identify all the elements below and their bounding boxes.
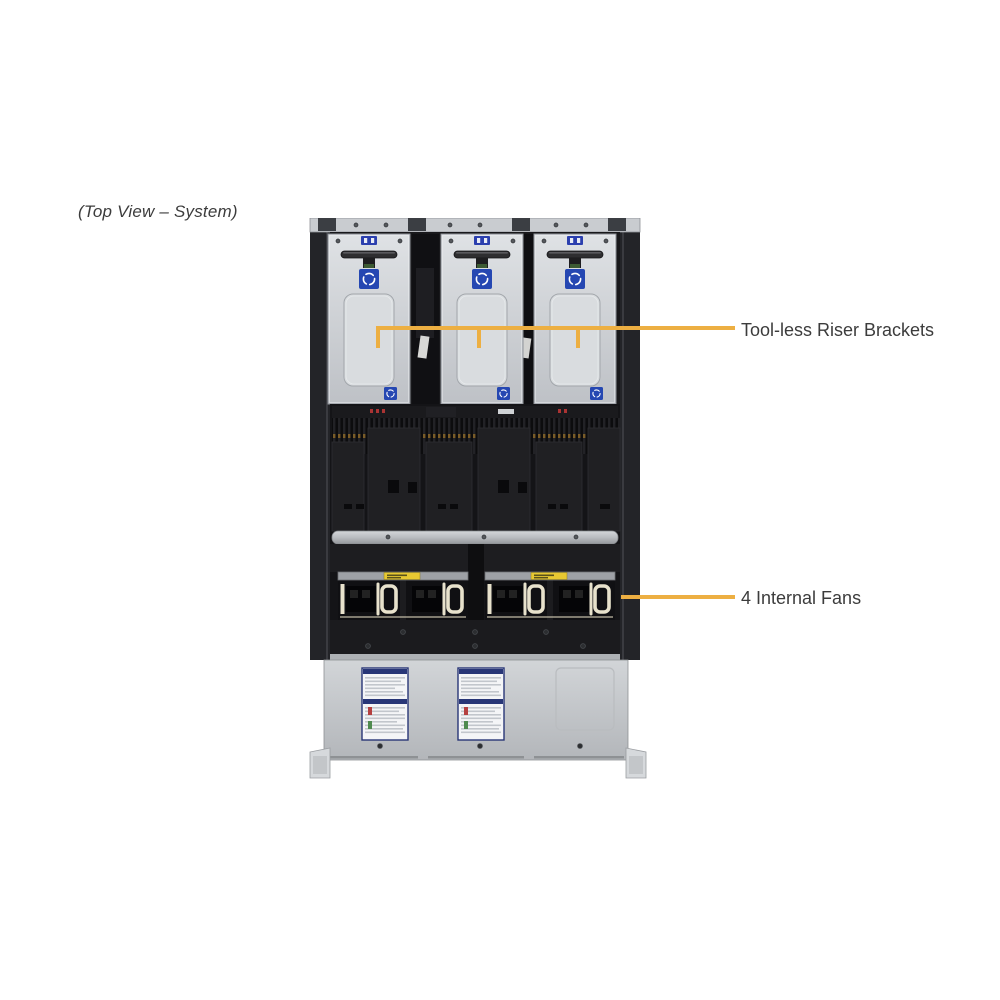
rear-rail	[309, 217, 641, 233]
callout-riser-label: Tool-less Riser Brackets	[741, 320, 935, 340]
spec-label-2	[457, 667, 505, 741]
left-rail	[310, 232, 330, 660]
leader-line-riser	[376, 326, 735, 330]
leader-line-fans	[621, 595, 735, 599]
mounting-foot	[625, 747, 647, 779]
crossbar	[331, 530, 619, 545]
right-rail	[620, 232, 640, 660]
riser-bay	[328, 232, 620, 404]
air-shrouds	[331, 427, 621, 532]
fan-module-2	[483, 570, 617, 622]
figure-caption: (Top View – System)	[78, 202, 238, 221]
panel-emboss	[555, 667, 615, 731]
fan-module-1	[336, 570, 470, 622]
riser-bracket-3	[534, 234, 616, 404]
riser-bracket-2	[441, 234, 523, 404]
spec-label-1	[361, 667, 409, 741]
motherboard-area	[330, 404, 621, 532]
server-top-view-svg	[309, 217, 647, 779]
chassis-illustration	[308, 217, 648, 784]
callout-fans-label: 4 Internal Fans	[741, 588, 862, 608]
lower-tray	[330, 620, 620, 660]
riser-bracket-1	[328, 234, 410, 404]
mounting-foot	[309, 747, 331, 779]
leader-branch-riser-3	[576, 326, 580, 348]
front-panel	[309, 659, 647, 779]
leader-branch-riser-1	[376, 326, 380, 348]
leader-branch-riser-2	[477, 326, 481, 348]
